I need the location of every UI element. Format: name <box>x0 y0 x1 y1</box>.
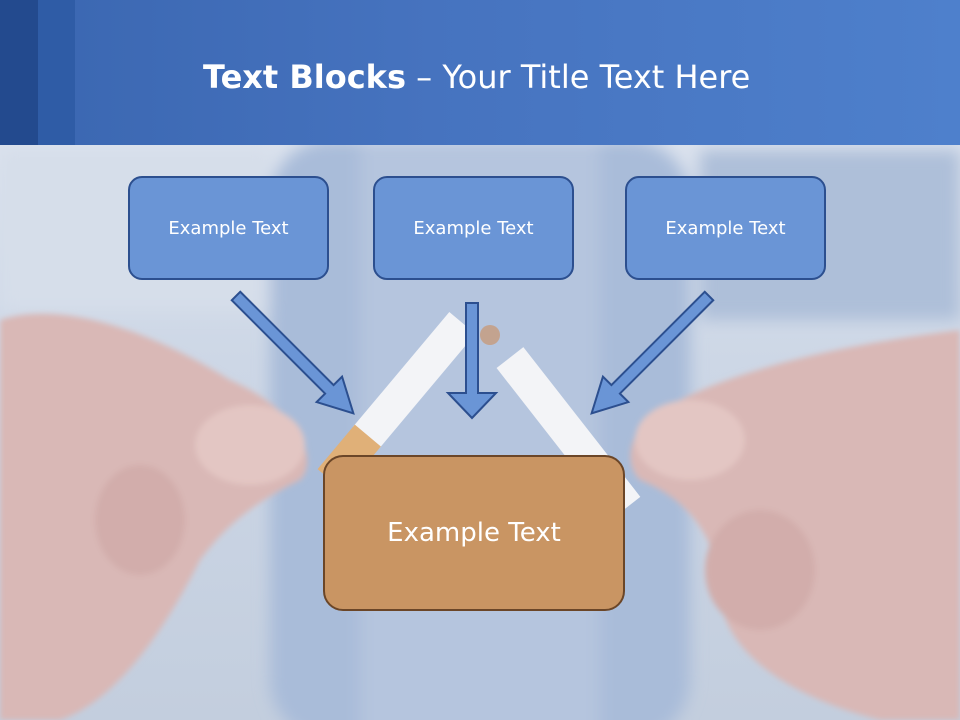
arrow-right <box>590 290 715 415</box>
text-box-bottom[interactable]: Example Text <box>323 455 625 611</box>
arrow-left <box>230 290 355 415</box>
text-box-right[interactable]: Example Text <box>625 176 826 280</box>
slide-title-rest: – Your Title Text Here <box>406 58 751 96</box>
arrow-center <box>445 302 499 420</box>
text-box-left-label: Example Text <box>168 217 289 239</box>
slide-title-bold: Text Blocks <box>203 58 406 96</box>
title-bar <box>0 0 960 145</box>
title-bar-accent-mid <box>38 0 75 145</box>
text-box-left[interactable]: Example Text <box>128 176 329 280</box>
text-box-right-label: Example Text <box>665 217 786 239</box>
text-box-bottom-label: Example Text <box>387 518 561 548</box>
text-box-center[interactable]: Example Text <box>373 176 574 280</box>
slide-title[interactable]: Text Blocks – Your Title Text Here <box>203 52 750 102</box>
text-box-center-label: Example Text <box>413 217 534 239</box>
title-bar-accent-dark <box>0 0 38 145</box>
